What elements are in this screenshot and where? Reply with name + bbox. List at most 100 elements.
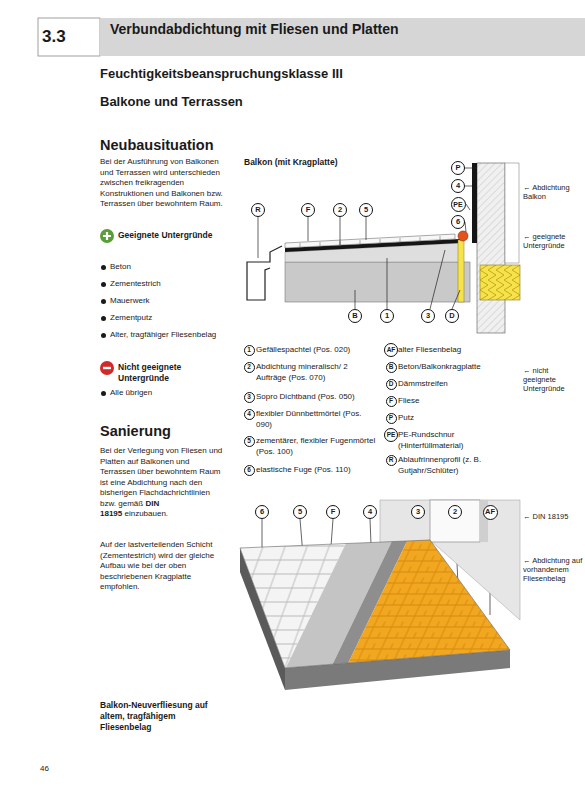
figure-title: Balkon (mit Kragplatte)	[244, 157, 444, 168]
bullet	[101, 299, 106, 304]
page-number: 46	[40, 764, 70, 775]
callout-circle: F	[326, 505, 340, 519]
callout-circle: B	[386, 362, 397, 373]
callout-circle: 5	[244, 436, 255, 447]
header-band	[38, 18, 585, 56]
legend-text: elastische Fuge (Pos. 110)	[256, 465, 378, 476]
body-paragraph: Bei der Verlegung von Fliesen und Platte…	[100, 446, 224, 520]
callout-circle: 5	[359, 203, 373, 217]
section-number: 3.3	[42, 27, 97, 47]
callout-circle: 2	[448, 505, 462, 519]
callout-number: 5	[298, 508, 302, 516]
page-title: Verbundabdichtung mit Fliesen und Platte…	[110, 21, 410, 37]
callout-number: 6	[260, 508, 264, 516]
callout-number: R	[255, 206, 260, 214]
callout-circle: 6	[255, 505, 269, 519]
illustration-rect	[430, 500, 480, 542]
illustration-polygon	[340, 535, 530, 680]
figure-caption: Balkon-Neuverfliesung auf altem, tragfäh…	[100, 700, 215, 733]
callout-circle: 1	[244, 345, 255, 356]
callout-circle: 1	[380, 309, 394, 323]
callout-circle: F	[386, 396, 397, 407]
illustration-path	[103, 367, 111, 369]
callout-number: PE	[453, 201, 462, 208]
balcony-section	[247, 163, 520, 333]
illustration-rect	[505, 163, 519, 263]
illustration-rect	[480, 265, 520, 300]
balcony-3d	[230, 500, 530, 690]
list-heading: Geeignete Untergründe	[118, 230, 228, 241]
callout-circle: D	[386, 379, 397, 390]
callout-number: 4	[368, 508, 372, 516]
illustration-circle	[458, 231, 468, 241]
callout-number: 4	[456, 182, 460, 190]
callout-number: 1	[385, 312, 389, 320]
callout-circle: PE	[451, 197, 466, 212]
callout-circle: AF	[384, 343, 398, 357]
illustration-path	[247, 246, 282, 300]
callout-number: 1	[247, 347, 251, 354]
legend-text: zementärer, flexibler Fugenmörtel (Pos. …	[256, 436, 378, 457]
legend-text: Sopro Dichtband (Pos. 050)	[256, 392, 378, 403]
subheading: Feuchtigkeitsbeanspruchungsklasse III	[100, 66, 420, 81]
callout-circle: 3	[421, 309, 435, 323]
callout-number: D	[389, 381, 394, 388]
callout-circle: 3	[411, 505, 425, 519]
subheading: Balkone und Terrassen	[100, 94, 400, 109]
callout-number: AF	[387, 347, 396, 354]
illustration-polygon	[285, 262, 470, 302]
margin-note: ← Abdichtung auf vorhandenem Fliesenbela…	[523, 556, 583, 583]
callout-circle: AF	[483, 505, 498, 520]
body-text: einzubauen.	[124, 509, 168, 518]
callout-number: 5	[364, 206, 368, 214]
section-heading: Neubausituation	[100, 137, 250, 154]
legend-text: Putz	[398, 413, 516, 424]
body-text: Bei der Ausführung von Balkonen und Terr…	[100, 157, 224, 210]
margin-note: ← geeignete Untergründe	[523, 232, 583, 250]
callout-number: 4	[247, 411, 251, 418]
callout-circle: 5	[293, 505, 307, 519]
bullet	[101, 391, 106, 396]
callout-number: F	[306, 206, 311, 214]
section-heading: Sanierung	[100, 423, 250, 440]
legend-text: flexibler Dünnbettmörtel (Pos. 090)	[256, 409, 378, 430]
callout-number: 2	[338, 206, 342, 214]
callout-circle: P	[386, 413, 397, 424]
list-item: Alle übrigen	[110, 388, 228, 399]
margin-note: ← Abdichtung Balkon	[523, 183, 583, 201]
callout-number: P	[455, 164, 460, 172]
callout-number: P	[389, 415, 393, 422]
callout-number: R	[389, 457, 394, 464]
callout-number: 5	[247, 438, 251, 445]
callout-number: AF	[485, 508, 495, 516]
callout-number: D	[449, 312, 454, 320]
illustration-path	[300, 236, 440, 248]
illustration-circle	[100, 361, 114, 375]
illustration-rect	[472, 163, 477, 243]
body-text: Auf der lastverteilenden Schicht (Zement…	[100, 540, 224, 593]
legend-text: alter Fliesenbelag	[398, 345, 516, 356]
callout-circle: P	[451, 161, 465, 175]
callout-circle: 6	[451, 215, 465, 229]
illustration-circle	[100, 229, 114, 243]
callout-circle: R	[251, 203, 265, 217]
illustration-path	[355, 250, 460, 309]
callout-circle: B	[348, 309, 362, 323]
illustration-polygon	[240, 540, 510, 668]
callout-circle: 4	[451, 179, 465, 193]
list-item: Zementputz	[110, 313, 228, 324]
plus-icon	[100, 229, 114, 243]
illustration-rect	[477, 163, 505, 333]
callout-circle: D	[445, 309, 459, 323]
callout-number: 2	[247, 364, 251, 371]
callout-number: 3	[416, 508, 420, 516]
callout-number: B	[352, 312, 357, 320]
list-item: Alter, tragfähiger Fliesenbelag	[110, 330, 230, 341]
callout-number: F	[331, 508, 336, 516]
illustration-path	[103, 232, 111, 240]
illustration-rect	[38, 18, 100, 56]
bullet	[101, 333, 106, 338]
legend-text: Abdichtung mineralisch/ 2 Aufträge (Pos.…	[256, 362, 378, 383]
callout-number: F	[389, 398, 393, 405]
